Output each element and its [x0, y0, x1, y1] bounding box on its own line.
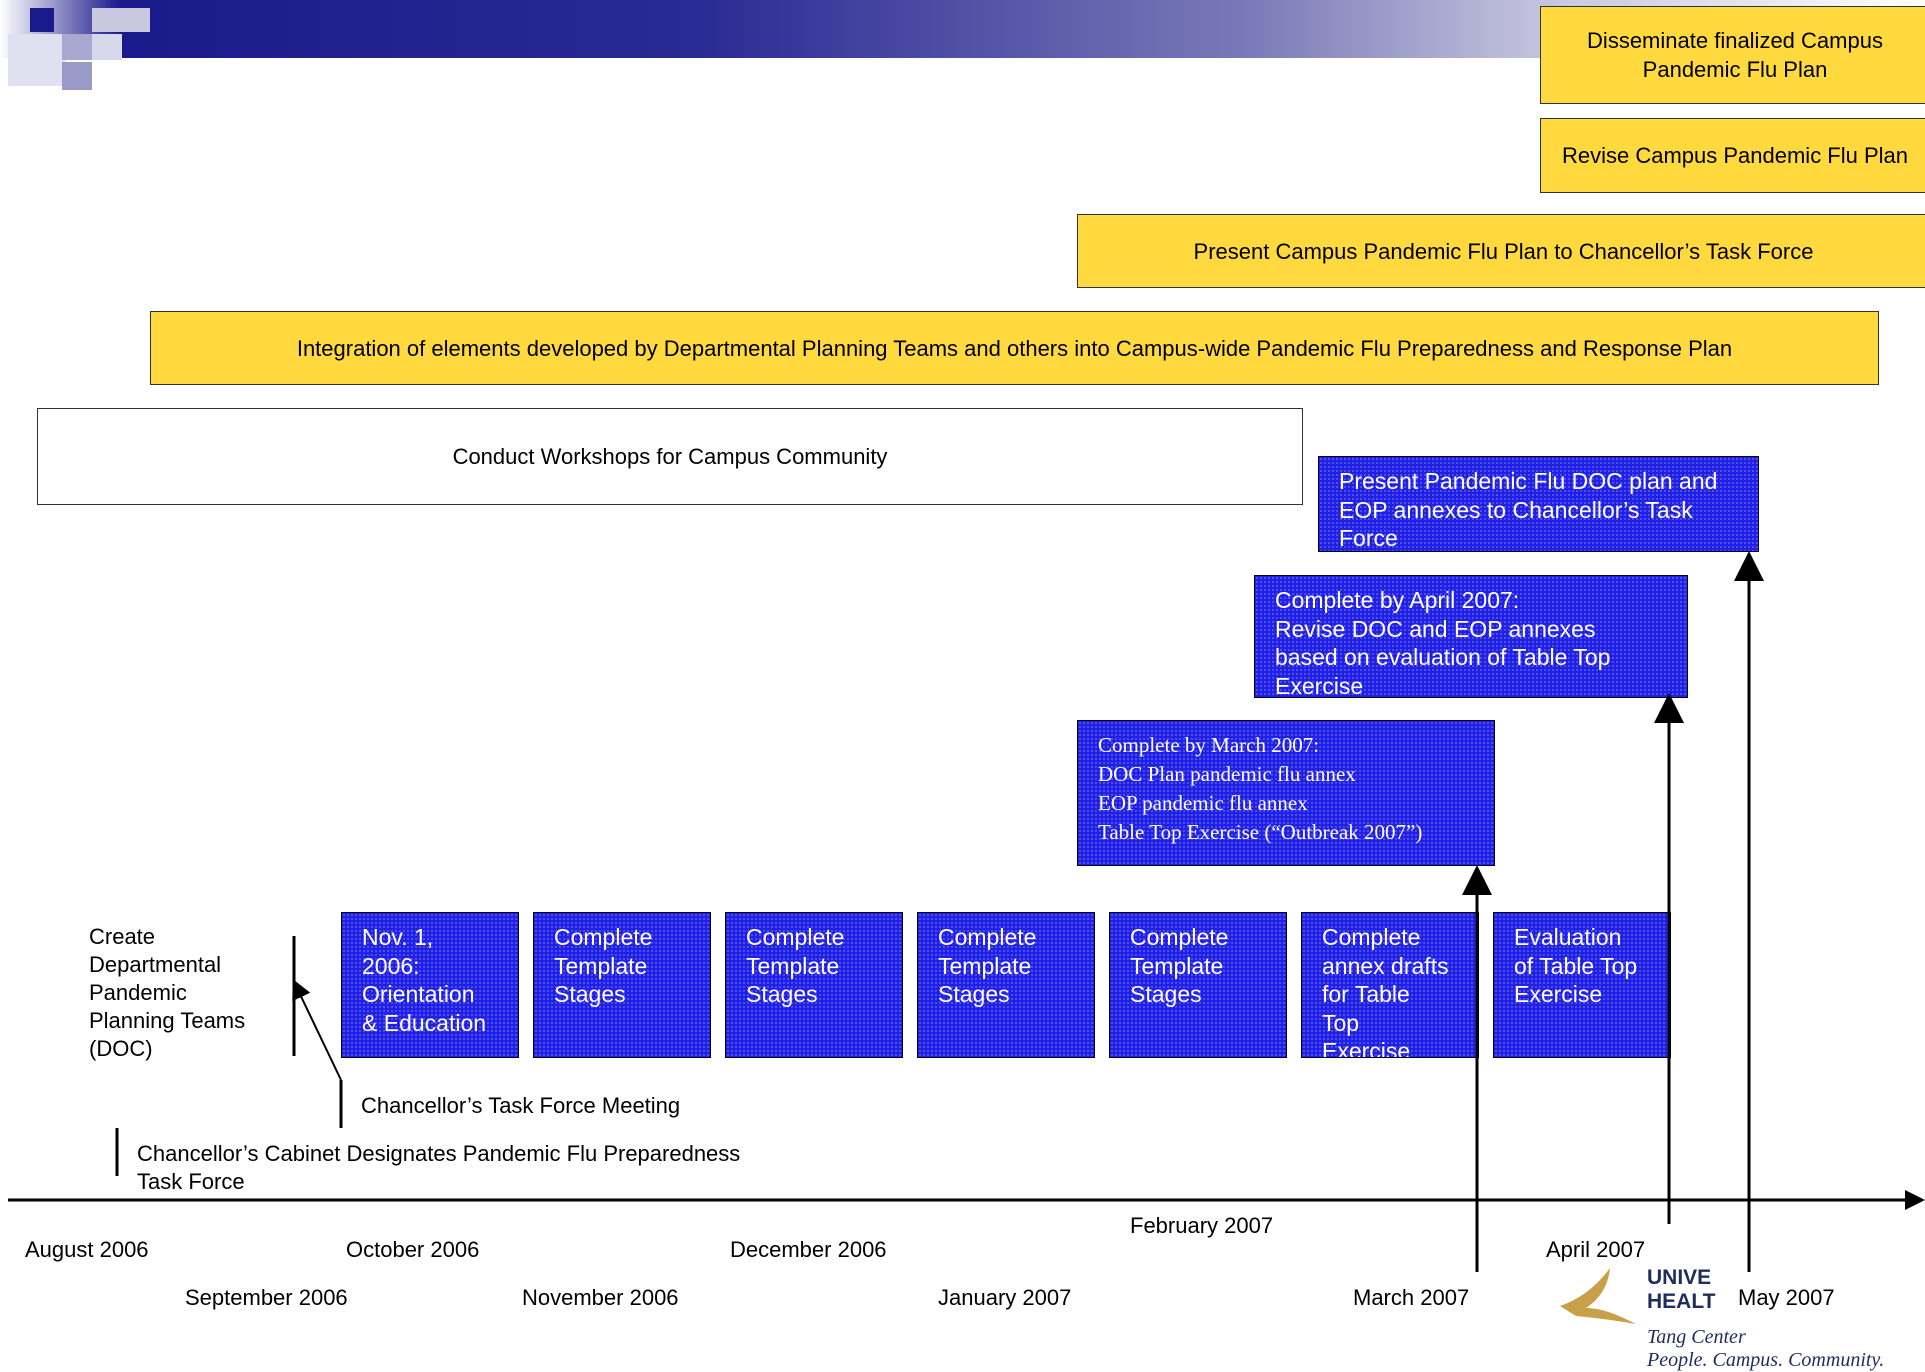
text-line: Planning Teams: [89, 1008, 246, 1033]
task-present-doc-plan: Present Pandemic Flu DOC plan and EOP an…: [1318, 456, 1759, 552]
text-line: Evaluation: [1514, 924, 1622, 950]
text-line: HEALT: [1647, 1290, 1716, 1313]
box-annex-drafts: Complete annex drafts for Table Top Exer…: [1301, 912, 1479, 1058]
text-line: UNIVE: [1647, 1266, 1712, 1289]
text-line: & Education: [362, 1009, 487, 1036]
text-line: Pandemic: [89, 980, 187, 1005]
decor-square: [92, 8, 150, 32]
arrow-task-force-to-teams: [292, 978, 342, 1081]
text-line: of Table Top: [1514, 952, 1638, 979]
month-label: December 2006: [730, 1237, 887, 1262]
box-orientation: Nov. 1, 2006: Orientation & Education: [341, 912, 519, 1058]
text-line: Table Top Exercise (“Outbreak 2007”): [1098, 820, 1423, 844]
box-evaluation: Evaluation of Table Top Exercise: [1493, 912, 1671, 1058]
task-integration: Integration of elements developed by Dep…: [150, 311, 1879, 385]
cabinet-label: Chancellor’s Cabinet Designates Pandemic…: [137, 1140, 740, 1196]
text-line: Exercise: [1275, 672, 1364, 698]
month-label: November 2006: [522, 1285, 679, 1310]
box-template-stages: Complete Template Stages: [1109, 912, 1287, 1058]
text-line: Complete: [1130, 924, 1229, 950]
text-line: Departmental: [89, 952, 222, 977]
task-force-meeting-label: Chancellor’s Task Force Meeting: [361, 1093, 681, 1118]
text-line: Top: [1322, 1009, 1360, 1036]
text-line: Exercise: [1514, 981, 1603, 1007]
task-revise-plan: Revise Campus Pandemic Flu Plan: [1540, 118, 1925, 193]
logo-subtitle: Tang Center: [1647, 1326, 1746, 1348]
text-line: Stages: [938, 981, 1010, 1007]
box-template-stages: Complete Template Stages: [533, 912, 711, 1058]
month-label: August 2006: [25, 1237, 149, 1262]
axis-arrowhead: [1905, 1190, 1925, 1210]
text-line: DOC Plan pandemic flu annex: [1098, 762, 1356, 786]
text-line: Stages: [1130, 981, 1202, 1007]
text-line: Present Pandemic Flu DOC plan and: [1339, 468, 1718, 494]
text-line: Force: [1339, 525, 1398, 551]
month-label: April 2007: [1546, 1237, 1646, 1262]
text-line: Task Force: [137, 1169, 245, 1194]
task-disseminate-plan: Disseminate finalized Campus Pandemic Fl…: [1540, 6, 1925, 104]
text-line: EOP pandemic flu annex: [1098, 791, 1308, 815]
text-line: Complete: [938, 924, 1037, 950]
logo-title: UNIVE HEALT: [1647, 1266, 1715, 1314]
decor-square: [30, 8, 54, 32]
logo-mark-icon: [1560, 1268, 1636, 1324]
text-line: Stages: [554, 981, 626, 1007]
text-line: Complete: [746, 924, 845, 950]
box-template-stages: Complete Template Stages: [917, 912, 1095, 1058]
text-line: Stages: [746, 981, 818, 1007]
month-label: May 2007: [1738, 1285, 1835, 1310]
text-line: annex drafts: [1322, 952, 1449, 979]
text-line: Complete: [554, 924, 653, 950]
create-teams-label: Create Departmental Pandemic Planning Te…: [89, 923, 245, 1063]
text-line: for Table: [1322, 981, 1410, 1007]
text-line: based on evaluation of Table Top: [1275, 644, 1611, 670]
month-label: March 2007: [1353, 1285, 1470, 1310]
task-complete-april: Complete by April 2007: Revise DOC and E…: [1254, 575, 1688, 698]
text-line: Revise DOC and EOP annexes: [1275, 615, 1596, 642]
month-label: January 2007: [938, 1285, 1072, 1310]
logo-tagline: People. Campus. Community.: [1647, 1349, 1885, 1371]
text-line: Chancellor’s Cabinet Designates Pandemic…: [137, 1141, 741, 1166]
text-line: 2006:: [362, 952, 420, 979]
text-line: Template: [554, 952, 648, 979]
box-template-stages: Complete Template Stages: [725, 912, 903, 1058]
text-line: Orientation: [362, 981, 475, 1007]
text-line: EOP annexes to Chancellor’s Task: [1339, 496, 1693, 523]
decor-square: [8, 34, 66, 86]
task-present-plan: Present Campus Pandemic Flu Plan to Chan…: [1077, 214, 1925, 288]
month-label: February 2007: [1130, 1213, 1274, 1238]
text-line: Template: [746, 952, 840, 979]
text-line: Complete by March 2007:: [1098, 733, 1320, 757]
month-label: September 2006: [185, 1285, 348, 1310]
task-complete-march: Complete by March 2007: DOC Plan pandemi…: [1077, 720, 1495, 866]
task-conduct-workshops: Conduct Workshops for Campus Community: [37, 408, 1303, 505]
text-line: Exercise: [1322, 1038, 1411, 1058]
university-health-logo: UNIVE HEALT Tang Center People. Campus. …: [1558, 1264, 1884, 1372]
text-line: Template: [1130, 952, 1224, 979]
text-line: (DOC): [89, 1036, 153, 1061]
text-line: Complete: [1322, 924, 1421, 950]
text-line: Create: [89, 924, 156, 949]
text-line: Template: [938, 952, 1032, 979]
decor-square: [62, 62, 92, 90]
decor-square: [92, 34, 122, 60]
month-label: October 2006: [346, 1237, 480, 1262]
decor-square: [62, 34, 92, 60]
text-line: Complete by April 2007:: [1275, 587, 1520, 613]
text-line: Nov. 1,: [362, 924, 434, 950]
